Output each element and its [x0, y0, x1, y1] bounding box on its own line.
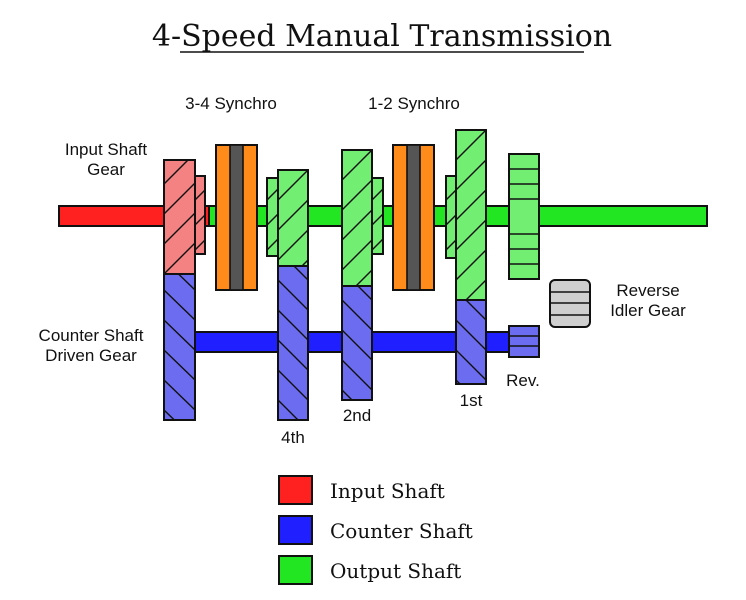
- label-gear-4th: 4th: [281, 428, 305, 447]
- reverse-gear-output: [508, 153, 540, 280]
- label-gear-1st: 1st: [460, 391, 483, 410]
- gear-2nd-counter: [341, 285, 373, 401]
- gear-4th-counter: [277, 265, 309, 421]
- diagram-title: 4-Speed Manual Transmission: [152, 19, 612, 54]
- label-input-gear-line1: Input Shaft: [65, 140, 148, 159]
- label-gear-rev: Rev.: [506, 371, 540, 390]
- label-synchro-1-2: 1-2 Synchro: [368, 94, 460, 113]
- label-gear-2nd: 2nd: [343, 406, 371, 425]
- synchro-1-2: [392, 144, 435, 291]
- label-reverse-line2: Idler Gear: [610, 301, 686, 320]
- input-shaft-gear: [163, 159, 206, 275]
- legend-swatch-counter: [278, 515, 313, 545]
- legend-swatch-output: [278, 555, 313, 585]
- reverse-idler-gear: [549, 279, 591, 328]
- counter-shaft-driven-gear: [163, 273, 196, 421]
- reverse-gear-counter: [508, 325, 540, 358]
- label-counter-gear-line2: Driven Gear: [45, 346, 137, 365]
- label-reverse-line1: Reverse: [616, 281, 679, 300]
- legend: Input Shaft Counter Shaft Output Shaft: [278, 475, 473, 585]
- gear-2nd-output: [341, 149, 384, 287]
- gear-1st-output: [445, 129, 487, 301]
- legend-label-counter: Counter Shaft: [330, 519, 473, 543]
- legend-label-input: Input Shaft: [330, 479, 445, 503]
- label-counter-gear-line1: Counter Shaft: [39, 326, 144, 345]
- label-input-gear-line2: Gear: [87, 160, 125, 179]
- legend-label-output: Output Shaft: [330, 559, 461, 583]
- gear-1st-counter: [455, 299, 487, 385]
- label-synchro-3-4: 3-4 Synchro: [185, 94, 277, 113]
- legend-swatch-input: [278, 475, 313, 505]
- synchro-3-4: [215, 144, 258, 291]
